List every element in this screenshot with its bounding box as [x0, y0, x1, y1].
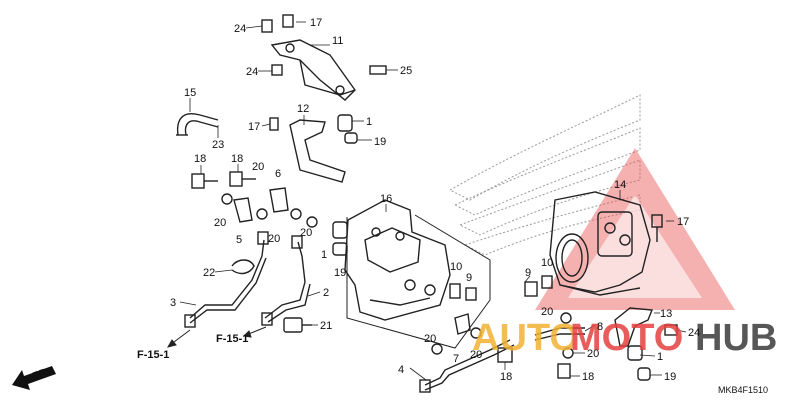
pipe-2: [261, 235, 311, 326]
callout-15: 15: [184, 87, 196, 99]
bracket-11: [261, 14, 387, 101]
callout-20-f: 20: [587, 348, 599, 360]
clip-22: [231, 259, 255, 275]
modulator-16: [344, 199, 451, 321]
callout-22: 22: [203, 267, 215, 279]
callout-17-b: 17: [248, 121, 260, 133]
leader-lines: [179, 21, 687, 381]
pipe-4: [419, 339, 515, 393]
callout-2: 2: [323, 287, 329, 299]
callout-11: 11: [332, 35, 343, 47]
callout-23: 23: [212, 139, 224, 151]
callout-24-b: 24: [246, 66, 258, 78]
pipe-3: [184, 231, 269, 328]
reference-arrows: [166, 326, 267, 348]
callout-12: 12: [297, 103, 309, 115]
bracket-12: [269, 117, 346, 183]
callout-20-e: 20: [541, 306, 553, 318]
watermark-text: AUTO MOTO HUB: [472, 317, 777, 359]
callout-14: 14: [614, 179, 626, 191]
callout-4: 4: [398, 364, 404, 376]
callout-9-a: 9: [466, 272, 472, 284]
front-arrow: [12, 366, 56, 390]
bracket-16-outline: [346, 214, 491, 349]
callout-21: 21: [320, 320, 332, 332]
callout-1-c: 1: [657, 351, 663, 363]
callout-18-d: 18: [582, 371, 594, 383]
caps-1-19: [332, 114, 358, 256]
hose-15: [176, 113, 219, 136]
callout-19-c: 19: [664, 371, 676, 383]
callout-20-g: 20: [424, 333, 436, 345]
callout-18-b: 18: [231, 153, 243, 165]
front-arrow-label: FR.: [31, 366, 52, 383]
watermark-auto: AUTO: [472, 317, 579, 359]
callout-13: 13: [660, 308, 672, 320]
callout-7: 7: [453, 353, 459, 365]
callout-20-d: 20: [300, 227, 312, 239]
bolts-washers-left: [191, 171, 318, 228]
callout-6: 6: [275, 168, 281, 180]
watermark-moto: MOTO: [570, 317, 683, 359]
callout-24-c: 24: [688, 327, 700, 339]
callout-16: 16: [380, 193, 392, 205]
callout-1-b: 1: [321, 249, 327, 261]
callout-18-c: 18: [500, 371, 512, 383]
bolt-17-right: [651, 214, 663, 242]
diagram-code: MKB4F1510: [718, 385, 768, 395]
reference-f-15-1-right: F-15-1: [216, 333, 248, 345]
callout-19-a: 19: [374, 136, 386, 148]
callout-20-c: 20: [268, 233, 280, 245]
callout-24-a: 24: [234, 23, 246, 35]
callout-18-a: 18: [194, 153, 206, 165]
callout-20-h: 20: [470, 349, 482, 361]
callout-17-c: 17: [677, 216, 689, 228]
abs-unit-14: [549, 191, 651, 296]
wing-logo-background: [448, 94, 641, 256]
callout-10-a: 10: [450, 261, 462, 273]
callout-19-b: 19: [334, 267, 346, 279]
callout-20-a: 20: [252, 161, 264, 173]
bracket-13: [614, 307, 653, 347]
callout-10-b: 10: [541, 257, 553, 269]
callout-5: 5: [236, 234, 242, 246]
callout-25: 25: [400, 65, 412, 77]
callout-labels: 24 17 11 24 25 15 23 12 17 1 19 18 18 20…: [170, 17, 700, 383]
callout-3: 3: [170, 297, 176, 309]
callout-9-b: 9: [525, 267, 531, 279]
watermark-hub: HUB: [695, 317, 777, 359]
callout-20-b: 20: [214, 217, 226, 229]
callout-17-a: 17: [310, 17, 322, 29]
callout-1-a: 1: [366, 116, 372, 128]
callout-8: 8: [597, 321, 603, 333]
reference-f-15-1-left: F-15-1: [137, 349, 169, 361]
watermark-triangle: [535, 148, 735, 310]
pipe-8: [534, 327, 585, 341]
bolts-9-10: [449, 275, 553, 301]
